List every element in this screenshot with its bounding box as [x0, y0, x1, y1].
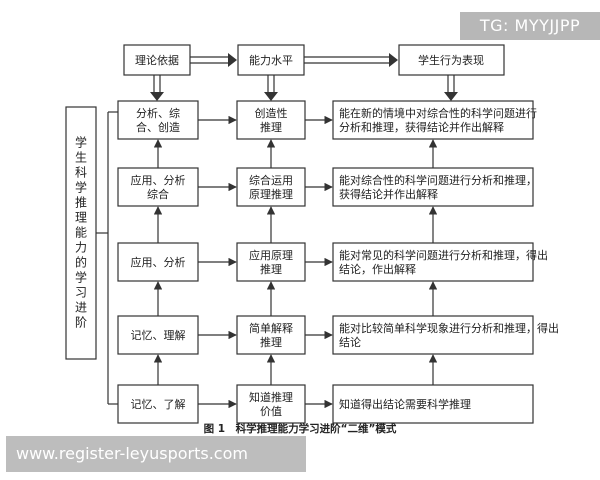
level-text: 知道推理 [249, 390, 293, 404]
side-label: 学生科学推理能力的学习进阶 [75, 135, 87, 330]
side-label-box [65, 106, 97, 360]
level-text: 推理 [260, 262, 282, 276]
watermark-url: www.register-leyusports.com [6, 436, 306, 472]
behavior-box [332, 167, 534, 207]
level-text: 综合运用 [249, 173, 293, 187]
header-level: 能力水平 [249, 53, 293, 67]
header-behavior: 学生行为表现 [418, 53, 484, 67]
header-theory: 理论依据 [135, 53, 179, 67]
level-box [236, 384, 306, 424]
watermark-tag: TG: MYYJJPP [460, 12, 600, 40]
behavior-text: 知道得出结论需要科学推理 [339, 397, 471, 411]
level-text: 创造性 [255, 106, 288, 120]
level-text: 原理推理 [249, 187, 293, 201]
rows: 分析、综合、创造创造性推理能在新的情境中对综合性的科学问题进行分析和推理，获得结… [117, 100, 559, 424]
behavior-text: 能对常见的科学问题进行分析和推理，得出 [339, 248, 548, 262]
theory-text: 分析、综 [136, 106, 180, 120]
behavior-text: 分析和推理，获得结论并作出解释 [339, 120, 504, 134]
theory-text: 综合 [147, 187, 169, 201]
header-down-arrows [150, 75, 458, 101]
header-theory-box [123, 44, 191, 76]
theory-text: 合、创造 [136, 120, 180, 134]
behavior-text: 结论，作出解释 [339, 262, 416, 276]
behavior-box [332, 315, 534, 355]
level-text: 应用原理 [249, 248, 293, 262]
level-text: 推理 [260, 120, 282, 134]
side-brace [96, 111, 118, 405]
theory-box [117, 384, 199, 424]
header-level-box [237, 44, 305, 76]
theory-text: 应用、分析 [131, 173, 186, 187]
caption: 图 1 科学推理能力学习进阶“二维”模式 [204, 422, 397, 435]
header-double-arrows [190, 53, 398, 67]
level-box [236, 100, 306, 140]
theory-box [117, 315, 199, 355]
level-text: 推理 [260, 335, 282, 349]
behavior-text: 能对综合性的科学问题进行分析和推理， [339, 173, 537, 187]
theory-text: 记忆、理解 [131, 328, 186, 342]
behavior-text: 获得结论并作出解释 [339, 187, 438, 201]
behavior-box [332, 384, 534, 424]
behavior-text: 结论 [339, 335, 361, 349]
theory-text: 记忆、了解 [131, 397, 186, 411]
behavior-text: 能在新的情境中对综合性的科学问题进行 [339, 106, 537, 120]
behavior-box [332, 242, 534, 282]
behavior-text: 能对比较简单科学现象进行分析和推理，得出 [339, 321, 559, 335]
level-text: 价值 [260, 405, 282, 418]
theory-box [117, 100, 199, 140]
header-behavior-box [398, 44, 505, 76]
level-text: 简单解释 [249, 321, 293, 335]
level-box [236, 315, 306, 355]
behavior-box [332, 100, 534, 140]
theory-text: 应用、分析 [131, 255, 186, 269]
